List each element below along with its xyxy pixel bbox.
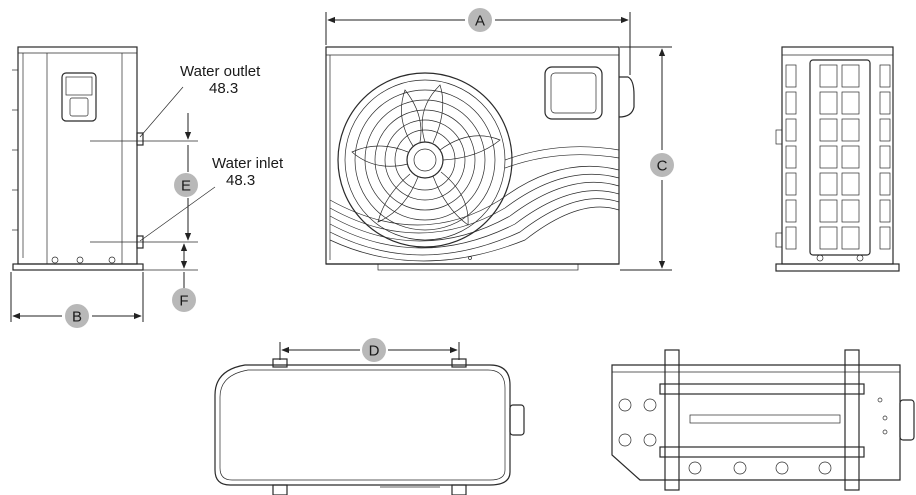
dimension-a: A [325, 8, 631, 75]
front-wave-pattern [329, 146, 620, 262]
badge-c: C [650, 153, 674, 177]
badge-f: F [172, 288, 196, 312]
fan-guard [337, 72, 513, 248]
dimension-c: C [620, 46, 674, 271]
bottom-view [611, 349, 915, 491]
water-outlet-leader [139, 86, 184, 138]
water-inlet-size: 48.3 [226, 172, 255, 189]
top-view [214, 358, 525, 495]
rear-view [775, 46, 900, 272]
side-view [12, 46, 144, 271]
water-outlet-label: Water outlet [180, 63, 261, 80]
dimension-d: D [279, 338, 460, 362]
water-outlet-size: 48.3 [209, 80, 238, 97]
svg-text:B: B [72, 309, 82, 326]
water-inlet-label: Water inlet [212, 155, 284, 172]
badge-b: B [65, 304, 89, 328]
dimension-b: B [10, 272, 144, 328]
svg-text:C: C [657, 158, 668, 175]
badge-a: A [468, 8, 492, 32]
badge-d: D [362, 338, 386, 362]
water-inlet-leader [139, 186, 216, 242]
svg-text:D: D [369, 343, 380, 360]
svg-text:E: E [181, 178, 191, 195]
front-view [325, 46, 635, 271]
svg-text:F: F [179, 293, 188, 310]
svg-text:A: A [475, 13, 485, 30]
dimension-e-f: E F [90, 113, 198, 312]
badge-e: E [174, 173, 198, 197]
